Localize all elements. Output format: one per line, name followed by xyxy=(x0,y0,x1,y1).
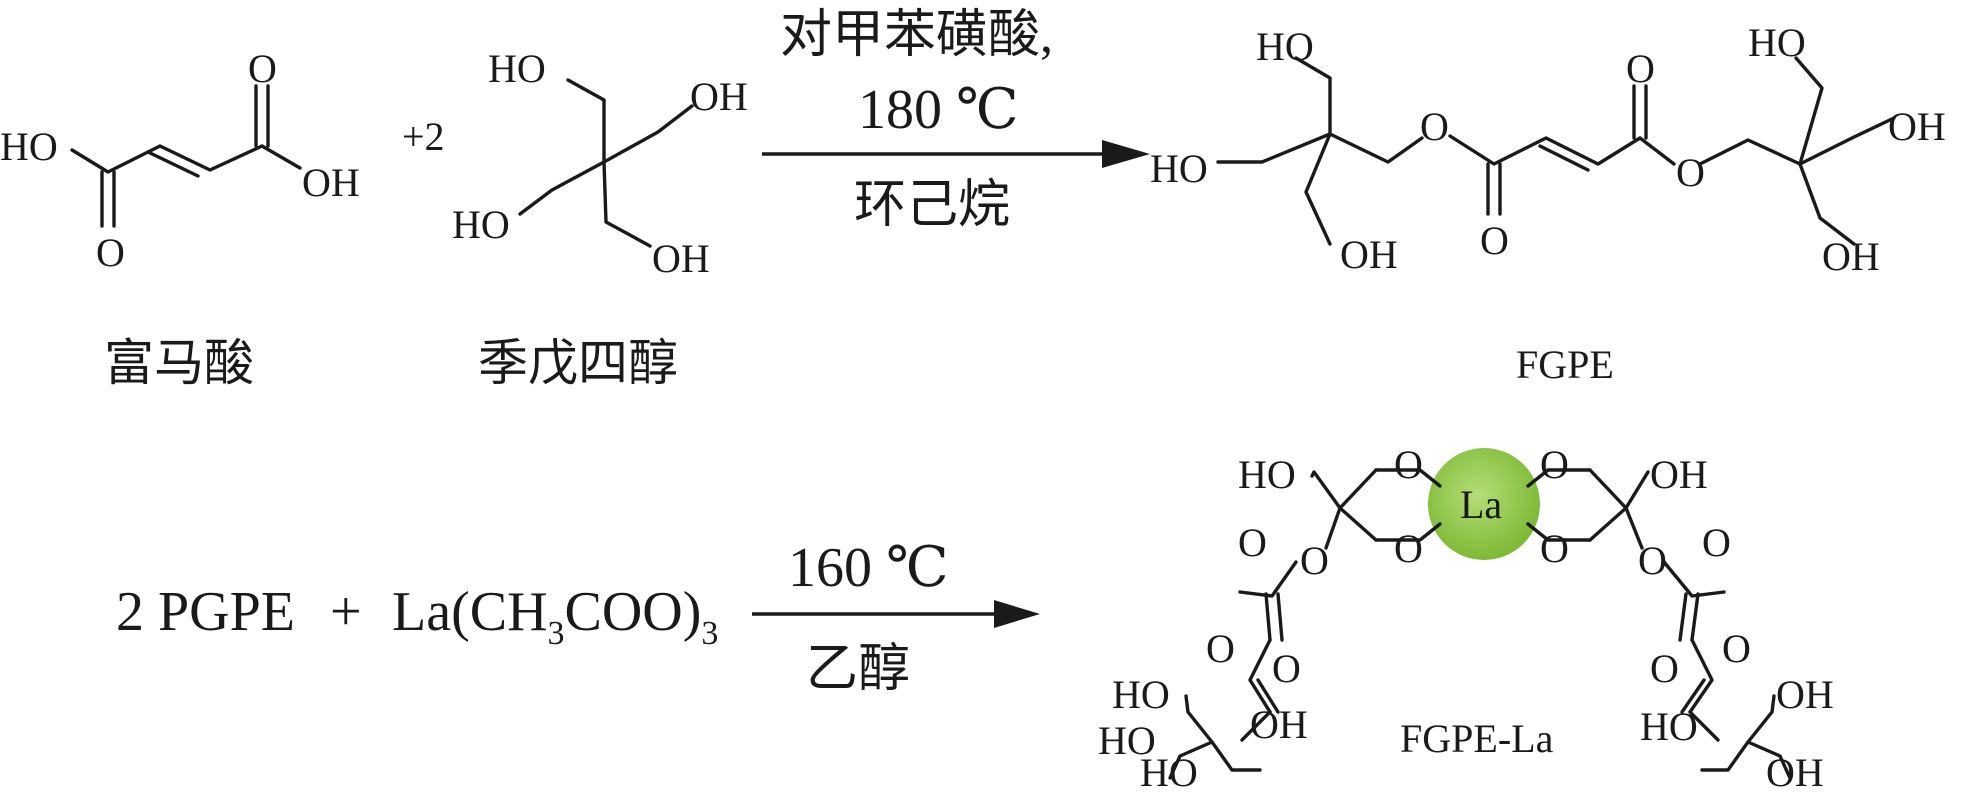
fgpe-oh-right: OH xyxy=(1888,104,1946,149)
la-o-ester-right-2: O xyxy=(1722,626,1751,671)
reaction-arrow-1-head xyxy=(1102,140,1150,168)
penta-oh-top: OH xyxy=(690,74,748,119)
la-ho-bl-1: HO xyxy=(1112,672,1170,717)
plus-sign: + xyxy=(330,581,362,643)
fumaric-acid-structure: HO OH O O xyxy=(0,46,360,275)
fgpe-structure: HO HO OH O O O O HO OH OH xyxy=(1150,20,1946,279)
temperature-1-label: 180 ℃ xyxy=(858,79,1019,141)
fgpe-label: FGPE xyxy=(1516,342,1614,387)
fumaric-oh: OH xyxy=(302,160,360,205)
penta-oh-bottom: OH xyxy=(652,236,710,281)
fgpe-o-ester-right: O xyxy=(1676,150,1705,195)
fumaric-o-top: O xyxy=(248,46,277,91)
coefficient-2: +2 xyxy=(402,114,445,159)
la-oh-br-2: OH xyxy=(1766,750,1824,793)
penta-ho-top: HO xyxy=(488,46,546,91)
fgpe-ho-left: HO xyxy=(1150,146,1208,191)
fumaric-ho: HO xyxy=(0,124,58,169)
la-o-ring-2: O xyxy=(1394,526,1423,571)
la-oh-br-1: OH xyxy=(1776,672,1834,717)
la-ho-bl-3: HO xyxy=(1140,750,1198,793)
la-ho-top-left: HO xyxy=(1238,452,1296,497)
fgpe-ho-left-top: HO xyxy=(1256,24,1314,69)
fgpe-oh-left-bottom: OH xyxy=(1340,232,1398,277)
la-o-ring-1: O xyxy=(1394,442,1423,487)
la-o-ester-left-1: O xyxy=(1300,538,1329,583)
la-o-carbonyl-right: O xyxy=(1702,520,1731,565)
la-ho-br: HO xyxy=(1640,704,1698,749)
la-oh-top-right: OH xyxy=(1650,452,1708,497)
la-o-carbonyl-left-2: O xyxy=(1272,646,1301,691)
lanthanum-sphere xyxy=(1428,448,1540,560)
temperature-2-label: 160 ℃ xyxy=(788,537,949,599)
fgpe-oh-right-bottom: OH xyxy=(1822,234,1880,279)
solvent-2-label: 乙醇 xyxy=(806,641,910,698)
la-oh-bl: OH xyxy=(1250,702,1308,747)
la-o-ester-left-2: O xyxy=(1206,626,1235,671)
fumaric-acid-label: 富马酸 xyxy=(104,335,254,391)
la-o-ring-4: O xyxy=(1540,526,1569,571)
fgpe-ho-right-top: HO xyxy=(1748,20,1806,65)
la-o-carbonyl-right-2: O xyxy=(1650,646,1679,691)
la-o-ring-3: O xyxy=(1540,442,1569,487)
fgpe-la-structure xyxy=(1168,448,1792,780)
fgpe-o-carbonyl-right: O xyxy=(1626,46,1655,91)
la-o-ester-right-1: O xyxy=(1638,538,1667,583)
solvent-1-label: 环己烷 xyxy=(854,177,1010,234)
la-label: La xyxy=(1460,482,1502,527)
pgpe-reactant: 2 PGPE xyxy=(116,581,295,643)
catalyst-label: 对甲苯磺酸, xyxy=(780,7,1053,64)
fumaric-o-bottom: O xyxy=(96,230,125,275)
fgpe-o-ester-left: O xyxy=(1420,104,1449,149)
fgpe-la-label: FGPE-La xyxy=(1400,716,1554,761)
pentaerythritol-structure: HO OH HO OH xyxy=(452,46,748,281)
fgpe-o-carbonyl-left: O xyxy=(1480,218,1509,263)
lanthanum-acetate: La(CH3COO)3 xyxy=(392,581,718,652)
reaction-arrow-2-head xyxy=(994,600,1040,628)
la-ho-bl-2: HO xyxy=(1098,718,1156,763)
la-o-carbonyl-left: O xyxy=(1238,520,1267,565)
pentaerythritol-label: 季戊四醇 xyxy=(478,335,678,391)
penta-ho-bottom: HO xyxy=(452,202,510,247)
